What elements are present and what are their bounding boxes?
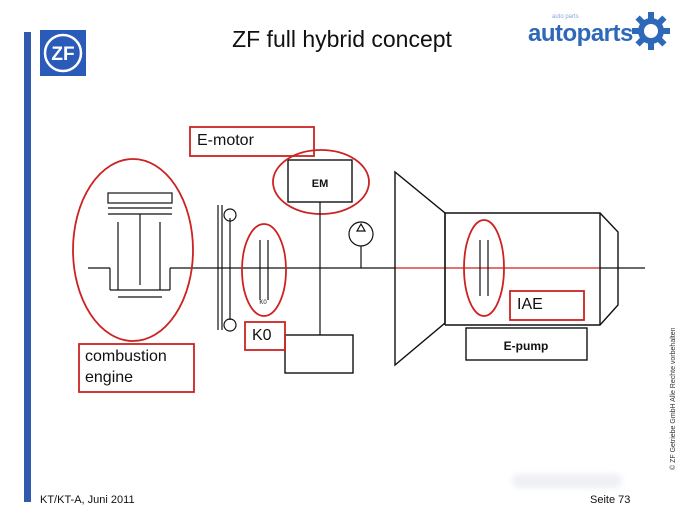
- emotor-label: E-motor: [197, 132, 254, 149]
- k0-callout-box: [244, 321, 286, 351]
- iae-label: IAE: [517, 296, 543, 313]
- pump-symbol: [348, 221, 374, 268]
- combustion-label-line2: engine: [85, 369, 134, 386]
- k0-clutch-symbol: [259, 240, 269, 300]
- piston-symbol: [107, 192, 173, 298]
- iae-callout-box: [509, 290, 585, 321]
- zf-logo-mark: ZF: [40, 30, 86, 76]
- lower-box: [284, 334, 354, 374]
- page-number: Seite 73: [590, 494, 631, 506]
- combustion-callout-box: [78, 343, 195, 393]
- autoparts-logo: auto parts autoparts: [522, 10, 672, 54]
- left-accent-bar: [24, 32, 31, 502]
- autoparts-logo-small: auto parts: [552, 14, 579, 20]
- epump-label: E-pump: [504, 339, 549, 353]
- damper-symbol: [217, 205, 237, 332]
- k0-clutch-highlight: [241, 223, 287, 317]
- em-label: EM: [312, 178, 329, 190]
- combustion-label-line1: combustion: [85, 348, 167, 365]
- footer-date: KT/KT-A, Juni 2011: [40, 494, 135, 506]
- iae-highlight: [463, 219, 505, 317]
- k0-small-label: K0: [259, 300, 267, 306]
- copyright-text: © ZF Getriebe GmbH Alle Rechte vorbehalt…: [670, 327, 677, 471]
- k0-label: K0: [252, 327, 272, 344]
- em-highlight: [272, 149, 370, 215]
- page-title: ZF full hybrid concept: [232, 26, 452, 52]
- emotor-callout-box: [189, 126, 315, 157]
- zf-logo-text: ZF: [51, 44, 74, 65]
- combustion-engine-highlight: [72, 158, 194, 342]
- iae-clutch-symbol: [479, 240, 489, 296]
- gear-icon: [632, 12, 670, 50]
- epump-box: [465, 327, 588, 361]
- transmission-housing: [394, 170, 619, 367]
- autoparts-logo-text: autoparts: [528, 20, 633, 47]
- watermark-blur: [512, 474, 622, 488]
- zf-logo: ZF: [40, 30, 86, 76]
